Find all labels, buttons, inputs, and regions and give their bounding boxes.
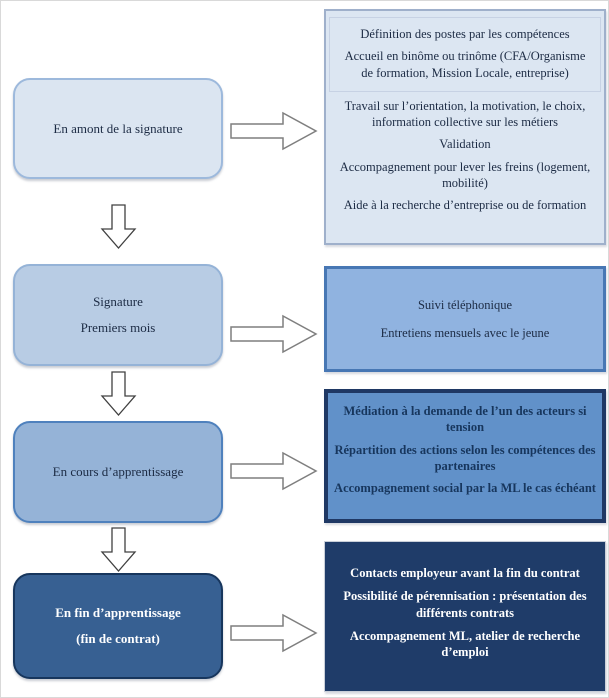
detail-item: Contacts employeur avant la fin du contr… <box>350 566 580 580</box>
step-signature-box: Signature Premiers mois <box>13 264 223 366</box>
right-arrow-icon <box>230 451 318 491</box>
down-arrow-icon <box>100 204 137 249</box>
step-label: En fin d’apprentissage <box>55 605 181 620</box>
detail-item: Accueil en binôme ou trinôme (CFA/Organi… <box>344 49 586 80</box>
detail-item: Accompagnement social par la ML le cas é… <box>334 481 596 495</box>
detail-panel-inner-box: Définition des postes par les compétence… <box>329 17 601 92</box>
detail-panel-signature: Suivi téléphonique Entretiens mensuels a… <box>324 266 606 372</box>
step-en-cours-box: En cours d’apprentissage <box>13 421 223 523</box>
step-label: (fin de contrat) <box>76 631 160 646</box>
detail-item: Entretiens mensuels avec le jeune <box>380 326 550 340</box>
detail-panel-en-cours: Médiation à la demande de l’un des acteu… <box>324 389 606 523</box>
detail-item: Répartition des actions selon les compét… <box>334 442 596 473</box>
detail-item: Possibilité de pérennisation : présentat… <box>343 589 587 620</box>
detail-item: Travail sur l’orientation, la motivation… <box>344 98 586 129</box>
step-label: En amont de la signature <box>53 120 183 136</box>
detail-item: Définition des postes par les compétence… <box>360 27 570 41</box>
right-arrow-icon <box>230 314 318 354</box>
detail-item: Accompagnement ML, atelier de recherche … <box>349 628 581 659</box>
step-en-fin-box: En fin d’apprentissage (fin de contrat) <box>13 573 223 679</box>
detail-item: Aide à la recherche d’entreprise ou de f… <box>343 198 587 212</box>
step-label: En cours d’apprentissage <box>52 464 184 479</box>
detail-item: Accompagnement pour lever les freins (lo… <box>339 159 591 190</box>
step-en-amont-box: En amont de la signature <box>13 78 223 179</box>
detail-item: Validation <box>439 137 491 152</box>
down-arrow-icon <box>100 371 137 416</box>
down-arrow-icon <box>100 527 137 572</box>
right-arrow-icon <box>230 613 318 653</box>
step-label: Premiers mois <box>80 320 156 335</box>
detail-item: Suivi téléphonique <box>417 297 513 312</box>
detail-panel-en-fin: Contacts employeur avant la fin du contr… <box>324 541 606 692</box>
right-arrow-icon <box>230 111 318 151</box>
detail-panel-en-amont: Définition des postes par les compétence… <box>324 9 606 245</box>
step-label: Signature <box>93 294 143 309</box>
detail-item: Médiation à la demande de l’un des acteu… <box>343 404 587 435</box>
